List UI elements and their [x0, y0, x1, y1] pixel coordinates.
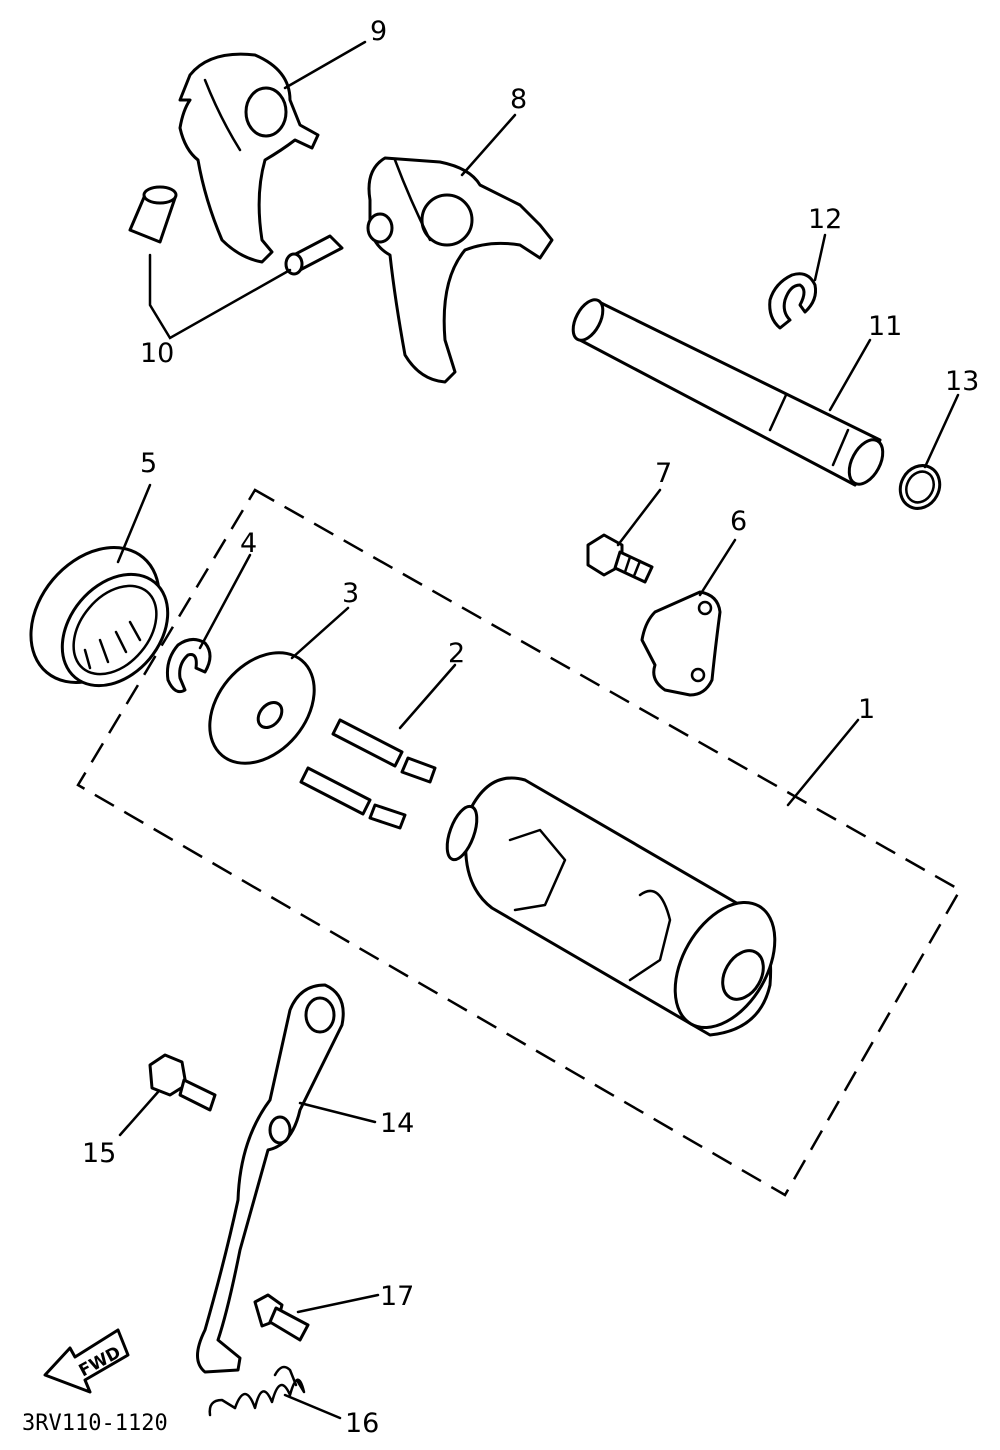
dowel-pins-10	[128, 185, 344, 276]
callout-15: 15	[82, 1138, 116, 1169]
shift-fork-9	[178, 52, 320, 264]
assembly-boundary	[76, 488, 962, 1197]
callout-2: 2	[448, 638, 465, 669]
pins-2	[299, 718, 437, 830]
stopper-plate-6	[640, 590, 722, 697]
callout-8: 8	[510, 84, 527, 115]
callout-12: 12	[808, 204, 842, 235]
guide-bar-11	[571, 298, 885, 487]
shift-lever-14	[196, 983, 345, 1374]
callout-17: 17	[380, 1281, 414, 1312]
pin-17	[253, 1293, 310, 1342]
bearing-5	[29, 546, 170, 688]
bolt-15	[148, 1053, 217, 1112]
callout-11: 11	[868, 311, 902, 342]
callout-9: 9	[370, 16, 387, 47]
shift-cam-1	[445, 776, 777, 1037]
bolt-7	[586, 533, 654, 584]
callout-16: 16	[345, 1408, 379, 1439]
o-ring-13	[898, 464, 942, 510]
fwd-arrow-icon: FWD	[43, 1328, 130, 1394]
callout-1: 1	[858, 694, 875, 725]
circlip-12	[768, 272, 817, 330]
circlip-4	[166, 638, 212, 694]
callout-10: 10	[140, 338, 174, 369]
leader-lines	[116, 40, 960, 1420]
callout-6: 6	[730, 506, 747, 537]
shift-fork-8	[366, 156, 554, 384]
callout-5: 5	[140, 448, 157, 479]
drawing-code: 3RV110-1120	[22, 1411, 168, 1436]
callout-7: 7	[655, 458, 672, 489]
callout-4: 4	[240, 528, 257, 559]
callouts: 1 2 3 4 5 6 7 8 9 10 11 12 13 14 15 16 1…	[82, 16, 979, 1439]
callout-13: 13	[945, 366, 979, 397]
callout-14: 14	[380, 1108, 414, 1139]
washer-3	[208, 651, 316, 765]
spring-16	[208, 1365, 306, 1417]
callout-3: 3	[342, 578, 359, 609]
